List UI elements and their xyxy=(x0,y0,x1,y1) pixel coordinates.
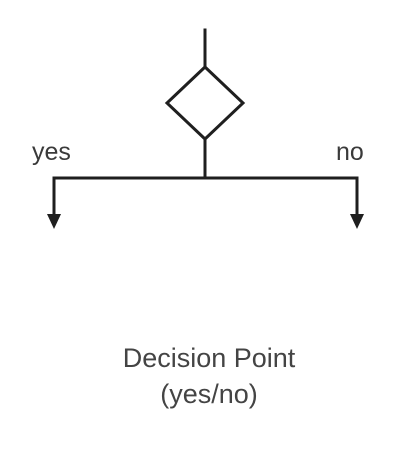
yes-branch-label: yes xyxy=(32,138,71,166)
diagram-caption: Decision Point (yes/no) xyxy=(0,340,418,412)
no-branch-line xyxy=(203,176,359,218)
no-branch-label: no xyxy=(336,138,364,166)
caption-line-2: (yes/no) xyxy=(160,379,258,409)
decision-diamond xyxy=(164,64,246,142)
yes-branch-line xyxy=(52,176,207,218)
yes-arrow-head xyxy=(47,214,61,229)
no-arrow-head xyxy=(350,214,364,229)
caption-line-1: Decision Point xyxy=(122,343,296,373)
